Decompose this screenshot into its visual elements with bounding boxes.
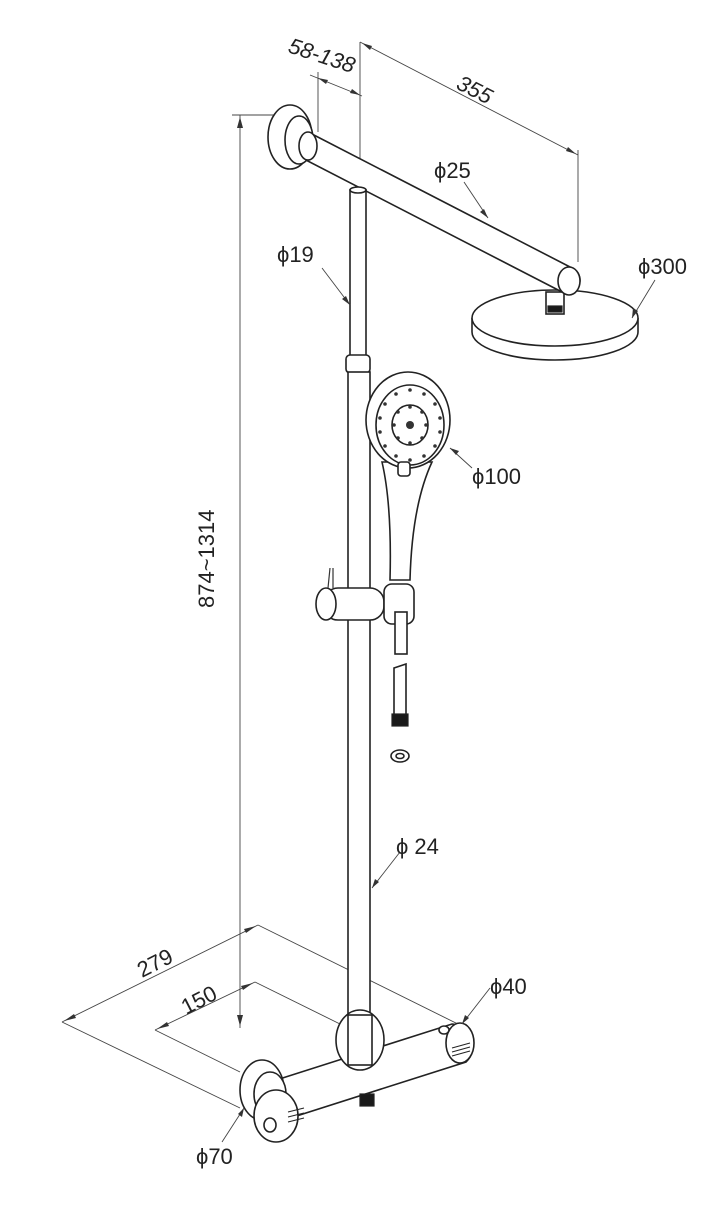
hand-shower	[365, 371, 451, 581]
height-dimension	[232, 114, 275, 1028]
slip-joint	[345, 354, 371, 374]
upper-riser-diameter-label: ϕ19	[277, 242, 314, 267]
upper-riser-pipe	[349, 186, 367, 359]
spray-nozzles	[378, 388, 442, 462]
height-range-label: 874~1314	[194, 510, 219, 609]
leader-handshower	[449, 447, 473, 469]
handshower-diameter-label: ϕ100	[472, 464, 521, 489]
overhead-diameter-label: ϕ300	[638, 254, 687, 279]
shower-holder-slider	[315, 567, 415, 655]
lower-riser-pipe	[347, 371, 371, 1063]
inlet-diameter-label: ϕ70	[196, 1144, 233, 1169]
leader-inlet	[221, 1107, 245, 1143]
arm-length-label: 355	[453, 70, 498, 109]
left-handle-grip	[287, 1107, 305, 1123]
valve-body-diameter-label: ϕ40	[490, 974, 527, 999]
base-width-label: 279	[133, 944, 177, 983]
wall-bracket	[267, 104, 318, 170]
center-distance-label: 150	[177, 981, 221, 1020]
base-width-dimension	[61, 924, 471, 1109]
leader-lower-riser	[371, 851, 401, 889]
arm-diameter-label: ϕ25	[434, 158, 471, 183]
center-distance-dimension	[154, 981, 341, 1073]
hose-connector	[391, 662, 409, 727]
arm-offset-label: 58-138	[285, 33, 359, 78]
left-control-knob	[239, 1059, 305, 1143]
arm-length-dimension	[359, 41, 579, 262]
leader-overhead-diameter	[631, 279, 656, 319]
leader-arm-diameter	[463, 181, 489, 219]
right-handle-grip	[451, 1042, 471, 1057]
leader-upper-riser	[321, 267, 351, 306]
shower-arm	[298, 131, 581, 296]
thermostatic-valve	[268, 1009, 475, 1121]
overhead-shower	[471, 289, 639, 361]
lower-riser-diameter-label: ϕ 24	[396, 834, 439, 859]
washer	[390, 749, 410, 763]
leader-valve-body	[461, 987, 491, 1025]
